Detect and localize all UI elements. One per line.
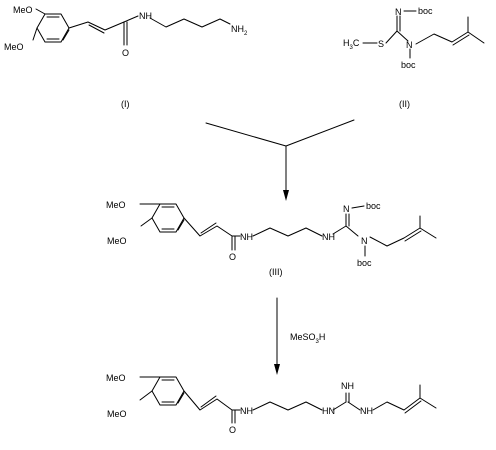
compound-3-boc-bottom: boc xyxy=(357,258,372,268)
compound-3-structure: MeO MeO O NH NH N boc N boc (III) xyxy=(106,200,437,277)
compound-1-meo-top: MeO xyxy=(13,5,33,15)
compound-1-structure: MeO MeO O NH NH2 (I) xyxy=(4,5,248,109)
compound-1-carbonyl-o: O xyxy=(122,48,129,58)
product-meo-top: MeO xyxy=(106,373,126,383)
product-carbonyl-o: O xyxy=(229,425,236,435)
compound-2-boc-bottom: boc xyxy=(401,60,416,70)
compound-1-label: (I) xyxy=(121,99,130,109)
compound-2-structure: H3C S N boc N boc (II) xyxy=(343,6,485,109)
compound-3-meo-bottom: MeO xyxy=(107,236,127,246)
compound-3-boc-top: boc xyxy=(366,201,381,211)
compound-2-s: S xyxy=(378,39,384,49)
compound-3-nh-amide: NH xyxy=(240,232,253,242)
reaction-arrow: MeSO3H xyxy=(274,297,325,375)
compound-1-nh2: NH2 xyxy=(231,24,248,37)
compound-1-meo-bottom: MeO xyxy=(4,42,24,52)
compound-3-meo-top: MeO xyxy=(106,200,126,210)
compound-2-label: (II) xyxy=(399,99,410,109)
compound-2-n-amine: N xyxy=(406,40,413,50)
reagent-label: MeSO3H xyxy=(290,332,325,345)
product-hn: HN xyxy=(322,406,335,416)
compound-1-nh: NH xyxy=(139,11,152,21)
converging-arrow xyxy=(205,119,355,201)
product-nh-amide: NH xyxy=(240,406,253,416)
product-meo-bottom: MeO xyxy=(107,409,127,419)
product-structure: MeO MeO O NH HN NH NH xyxy=(106,373,437,435)
compound-3-n-amine: N xyxy=(361,236,368,246)
compound-3-nh-guanidine: NH xyxy=(322,232,335,242)
compound-2-n-imine: N xyxy=(395,7,402,17)
compound-3-label: (III) xyxy=(269,267,283,277)
compound-3-carbonyl-o: O xyxy=(229,252,236,262)
product-nh-imine: NH xyxy=(341,381,354,391)
product-nh-terminal: NH xyxy=(360,406,373,416)
compound-2-h3c: H3C xyxy=(343,38,360,51)
compound-2-boc-top: boc xyxy=(418,6,433,16)
compound-3-n-imine: N xyxy=(343,204,350,214)
